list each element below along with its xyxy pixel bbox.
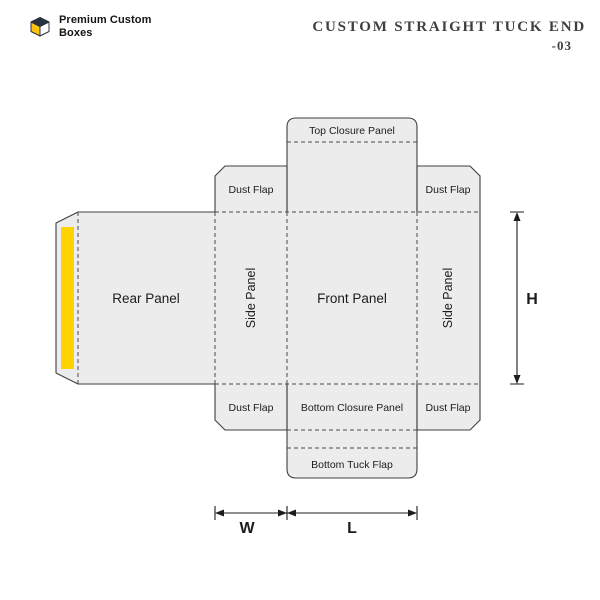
dust-flap-top-left <box>215 166 287 212</box>
side-panel-left <box>215 212 287 384</box>
bottom-closure-panel <box>287 384 417 430</box>
dust-flap-top-right <box>417 166 480 212</box>
box-cube-icon <box>30 16 50 37</box>
height-dimension-label: H <box>526 291 538 308</box>
page-title-line2: -03 <box>551 37 572 53</box>
brand-name-line2: Boxes <box>59 26 93 39</box>
bottom-tuck-flap <box>287 430 417 478</box>
brand-name-line1: Premium Custom <box>59 14 152 26</box>
panel-fills <box>56 118 480 478</box>
dust-flap-bottom-left-label: Dust Flap <box>229 402 274 414</box>
rear-panel-label: Rear Panel <box>112 291 180 306</box>
brand-logo: Premium Custom Boxes <box>28 14 151 39</box>
cut-lines <box>55 117 481 479</box>
bottom-closure-panel-label: Bottom Closure Panel <box>301 402 403 414</box>
brand-name: Premium Custom Boxes <box>59 14 151 39</box>
side-panel-right <box>417 212 480 384</box>
page-title: CUSTOM STRAIGHT TUCK END -03 <box>312 18 586 54</box>
dust-flap-bottom-right <box>417 384 480 430</box>
front-panel <box>287 212 417 384</box>
glue-strip <box>61 227 74 369</box>
fold-lines <box>77 141 480 449</box>
page-title-line1: CUSTOM STRAIGHT TUCK END <box>312 19 586 35</box>
top-tuck-panel <box>287 142 417 212</box>
width-dimension-label: W <box>239 520 255 537</box>
rear-panel <box>78 212 215 384</box>
length-dimension-label: L <box>347 520 357 537</box>
side-panel-right-label: Side Panel <box>441 268 455 328</box>
width-length-dimension: W L <box>214 506 418 537</box>
top-closure-panel-label: Top Closure Panel <box>309 125 395 137</box>
dust-flap-top-right-label: Dust Flap <box>426 184 471 196</box>
dust-flap-bottom-right-label: Dust Flap <box>426 402 471 414</box>
top-closure-flap <box>287 118 417 142</box>
side-panel-left-label: Side Panel <box>244 268 258 328</box>
dust-flap-bottom-left <box>215 384 287 430</box>
bottom-tuck-flap-label: Bottom Tuck Flap <box>311 459 393 471</box>
front-panel-label: Front Panel <box>317 291 387 306</box>
dust-flap-top-left-label: Dust Flap <box>229 184 274 196</box>
height-dimension: H <box>510 211 538 385</box>
